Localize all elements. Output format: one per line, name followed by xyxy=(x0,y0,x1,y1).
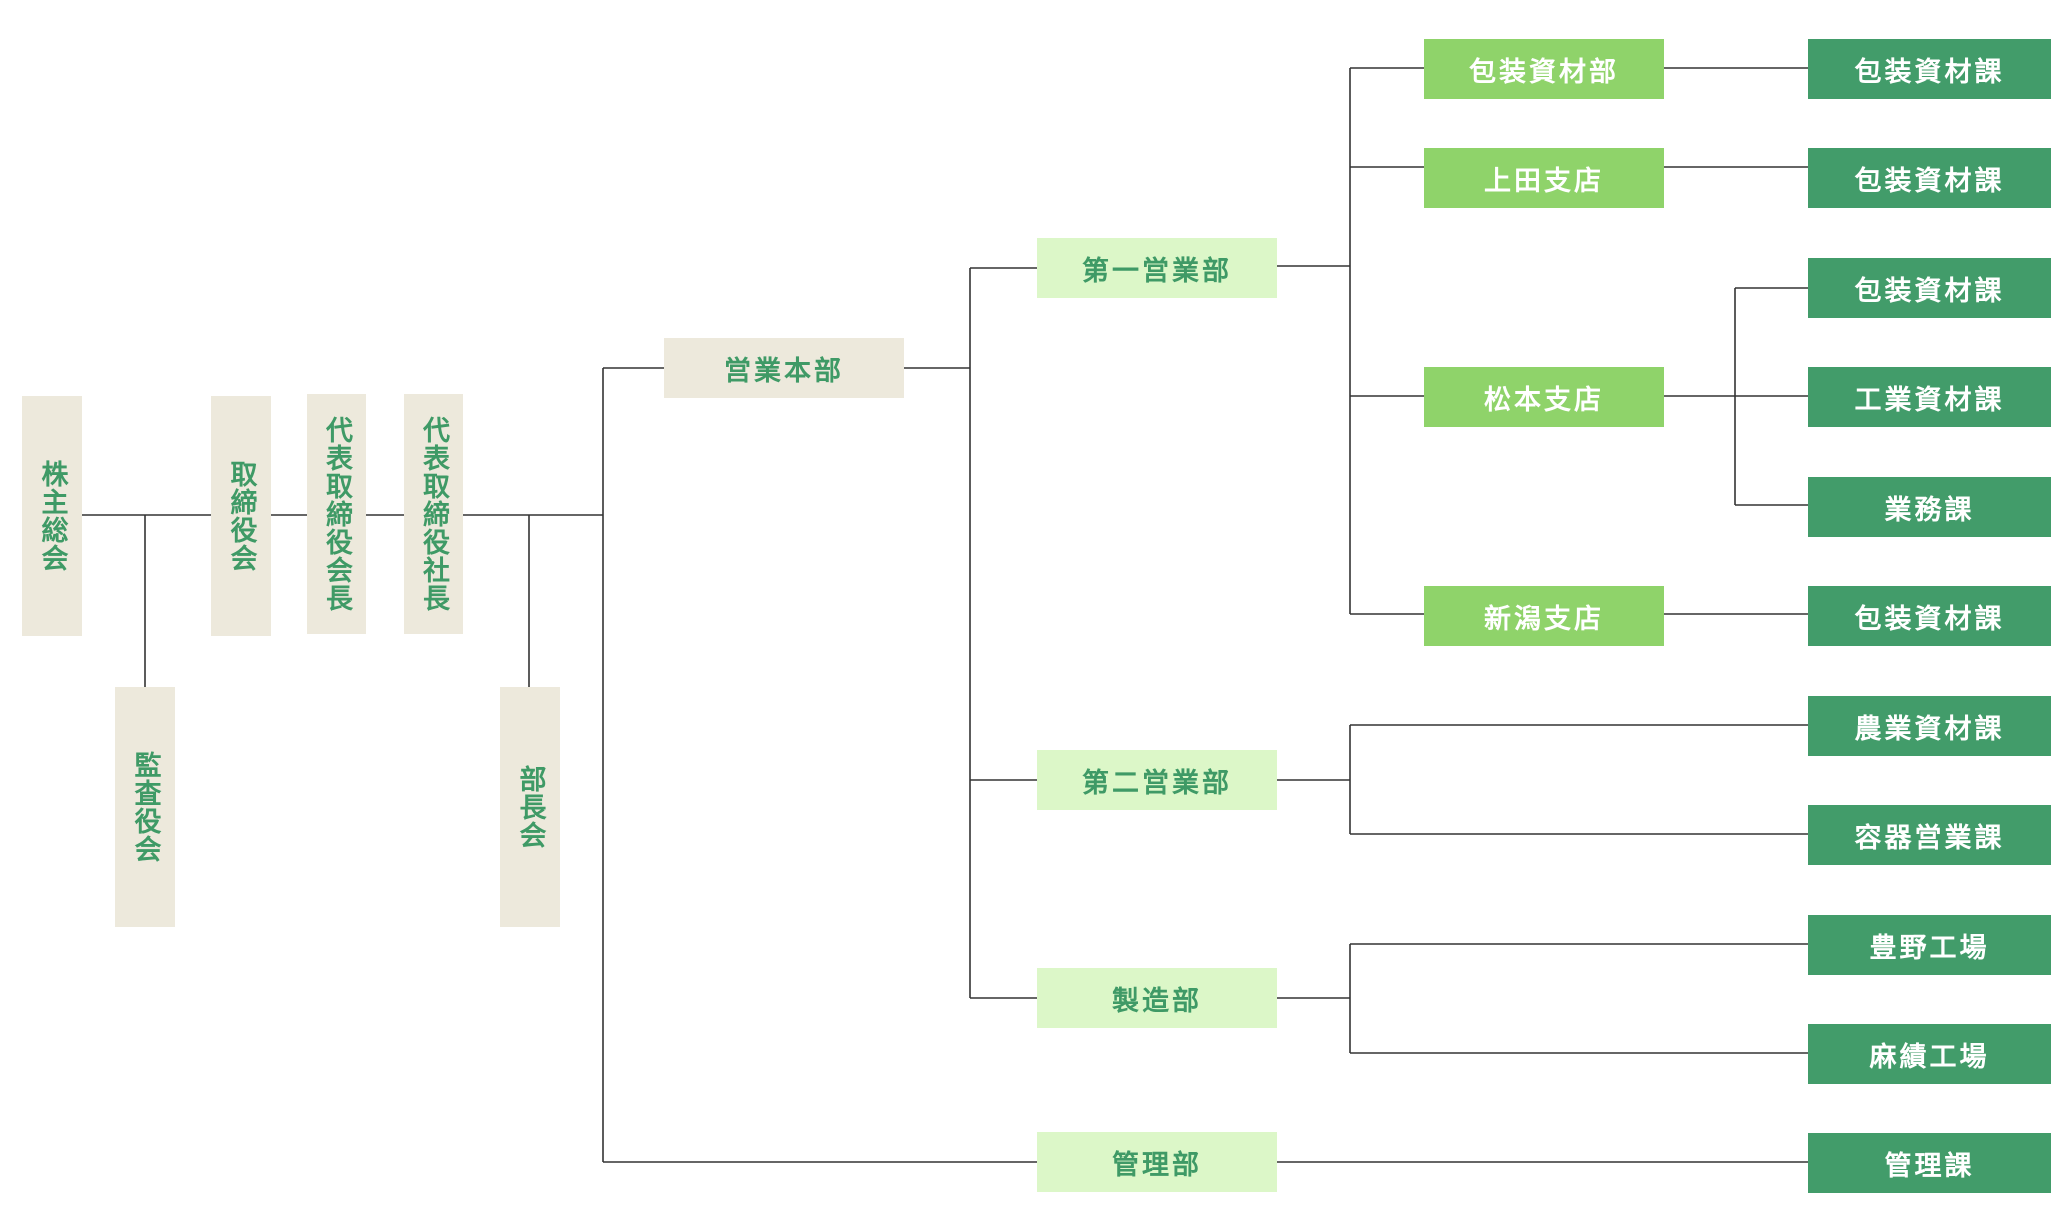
sales-dept-2-box: 第二営業部 xyxy=(1037,750,1277,810)
niigata-branch-box: 新潟支店 xyxy=(1424,586,1664,646)
chairman-box: 代表取締役会長 xyxy=(307,394,366,634)
president-box: 代表取締役社長 xyxy=(404,394,463,634)
sales-dept-1-box: 第一営業部 xyxy=(1037,238,1277,298)
audit-board-box: 監査役会 xyxy=(115,687,175,927)
section-box: 業務課 xyxy=(1808,477,2051,537)
matsumoto-branch-box: 松本支店 xyxy=(1424,367,1664,427)
shareholders-meeting-box: 株主総会 xyxy=(22,396,82,636)
section-box: 管理課 xyxy=(1808,1133,2051,1193)
chairman-label: 代表取締役会長 xyxy=(321,416,352,612)
manufacturing-dept-box: 製造部 xyxy=(1037,968,1277,1028)
managers-meeting-box: 部長会 xyxy=(500,687,560,927)
section-box: 包装資材課 xyxy=(1808,39,2051,99)
board-of-directors-label: 取締役会 xyxy=(225,460,257,572)
ueda-branch-box: 上田支店 xyxy=(1424,148,1664,208)
section-box: 工業資材課 xyxy=(1808,367,2051,427)
section-box: 包装資材課 xyxy=(1808,586,2051,646)
section-box: 容器営業課 xyxy=(1808,805,2051,865)
section-box: 豊野工場 xyxy=(1808,915,2051,975)
managers-meeting-label: 部長会 xyxy=(514,765,546,849)
section-box: 包装資材課 xyxy=(1808,148,2051,208)
sales-hq-box: 営業本部 xyxy=(664,338,904,398)
packaging-dept-box: 包装資材部 xyxy=(1424,39,1664,99)
section-box: 農業資材課 xyxy=(1808,696,2051,756)
section-box: 包装資材課 xyxy=(1808,258,2051,318)
audit-board-label: 監査役会 xyxy=(129,751,161,863)
board-of-directors-box: 取締役会 xyxy=(211,396,271,636)
president-label: 代表取締役社長 xyxy=(418,416,449,612)
shareholders-meeting-label: 株主総会 xyxy=(36,460,68,572)
administration-dept-box: 管理部 xyxy=(1037,1132,1277,1192)
section-box: 麻績工場 xyxy=(1808,1024,2051,1084)
